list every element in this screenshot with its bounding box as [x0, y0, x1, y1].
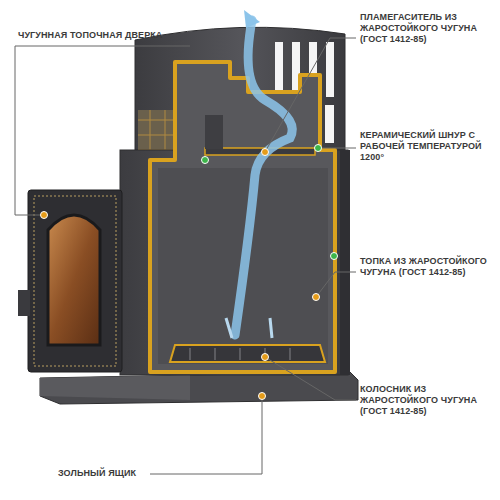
callout-label: КОЛОСНИК ИЗ ЖАРОСТОЙКОГО ЧУГУНА (ГОСТ 14… — [360, 384, 492, 417]
callout-label: ЗОЛЬНЫЙ ЯЩИК — [58, 468, 136, 479]
callout-label: КЕРАМИЧЕСКИЙ ШНУР С РАБОЧЕЙ ТЕМПЕРАТУРОЙ… — [360, 130, 492, 163]
callout-label: ПЛАМЕГАСИТЕЛЬ ИЗ ЖАРОСТОЙКОГО ЧУГУНА (ГО… — [360, 12, 492, 45]
callout-label: ТОПКА ИЗ ЖАРОСТОЙКОГО ЧУГУНА (ГОСТ 1412-… — [360, 256, 492, 278]
callout-label: ЧУГУННАЯ ТОПОЧНАЯ ДВЕРКА — [18, 30, 162, 41]
